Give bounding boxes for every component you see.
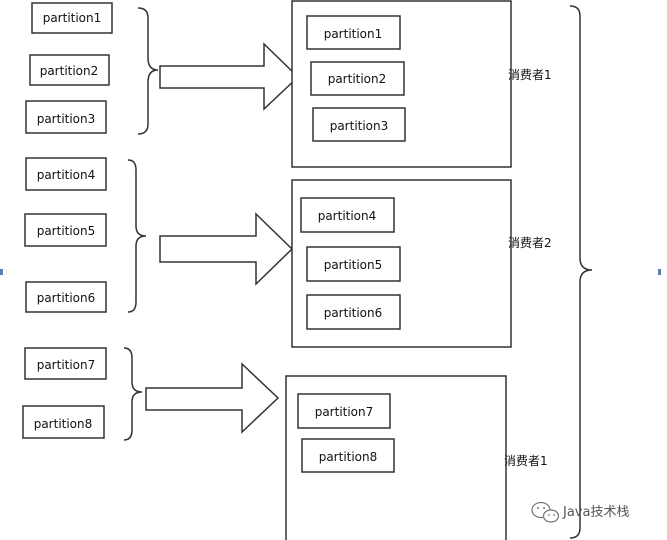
left-partition-box: partition4 <box>25 157 107 191</box>
left-partition-label: partition8 <box>34 417 93 431</box>
consumer-label: 消费者1 <box>508 68 552 82</box>
left-partition-box: partition8 <box>22 405 105 439</box>
assignment-arrow <box>159 42 300 111</box>
consumer-label: 消费者2 <box>508 236 552 250</box>
left-partition-box: partition1 <box>31 2 113 34</box>
watermark: Java技术栈 <box>531 501 629 523</box>
wechat-icon <box>531 501 560 523</box>
consumer-partition-label: partition3 <box>330 119 389 133</box>
group-brace <box>123 347 143 441</box>
consumer-label: 消费者1 <box>504 454 548 468</box>
consumer-partition-box: partition7 <box>297 393 391 429</box>
left-partition-label: partition2 <box>40 64 99 78</box>
consumer-partition-label: partition1 <box>324 27 383 41</box>
left-partition-label: partition6 <box>37 291 96 305</box>
consumer-partition-label: partition7 <box>315 405 374 419</box>
left-partition-label: partition1 <box>43 11 102 25</box>
consumer-partition-label: partition5 <box>324 258 383 272</box>
consumer-partition-box: partition3 <box>312 107 406 142</box>
left-partition-label: partition7 <box>37 358 96 372</box>
group-brace <box>127 159 147 313</box>
consumer-partition-label: partition8 <box>319 450 378 464</box>
assignment-arrow <box>159 212 294 286</box>
left-partition-label: partition3 <box>37 112 96 126</box>
left-partition-label: partition5 <box>37 224 96 238</box>
consumer-partition-box: partition6 <box>306 294 401 330</box>
consumer-partition-box: partition8 <box>301 438 395 473</box>
consumer-partition-label: partition6 <box>324 306 383 320</box>
left-partition-box: partition5 <box>24 213 107 247</box>
consumer-partition-box: partition1 <box>306 15 401 50</box>
left-partition-box: partition6 <box>25 281 107 313</box>
watermark-text: Java技术栈 <box>562 505 629 520</box>
consumer-partition-label: partition2 <box>328 72 387 86</box>
left-partition-box: partition2 <box>29 54 110 86</box>
left-partition-box: partition7 <box>24 347 107 380</box>
left-edge-marker <box>0 269 3 275</box>
left-partition-box: partition3 <box>25 100 107 134</box>
consumer-partition-label: partition4 <box>318 209 377 223</box>
consumer-partition-box: partition4 <box>300 197 395 233</box>
assignment-arrow <box>145 362 280 434</box>
consumer-partition-box: partition2 <box>310 61 405 96</box>
left-partition-label: partition4 <box>37 168 96 182</box>
all-consumers-brace <box>569 5 593 539</box>
group-brace <box>137 7 159 135</box>
consumer-partition-box: partition5 <box>306 246 401 282</box>
right-edge-marker <box>658 269 661 275</box>
